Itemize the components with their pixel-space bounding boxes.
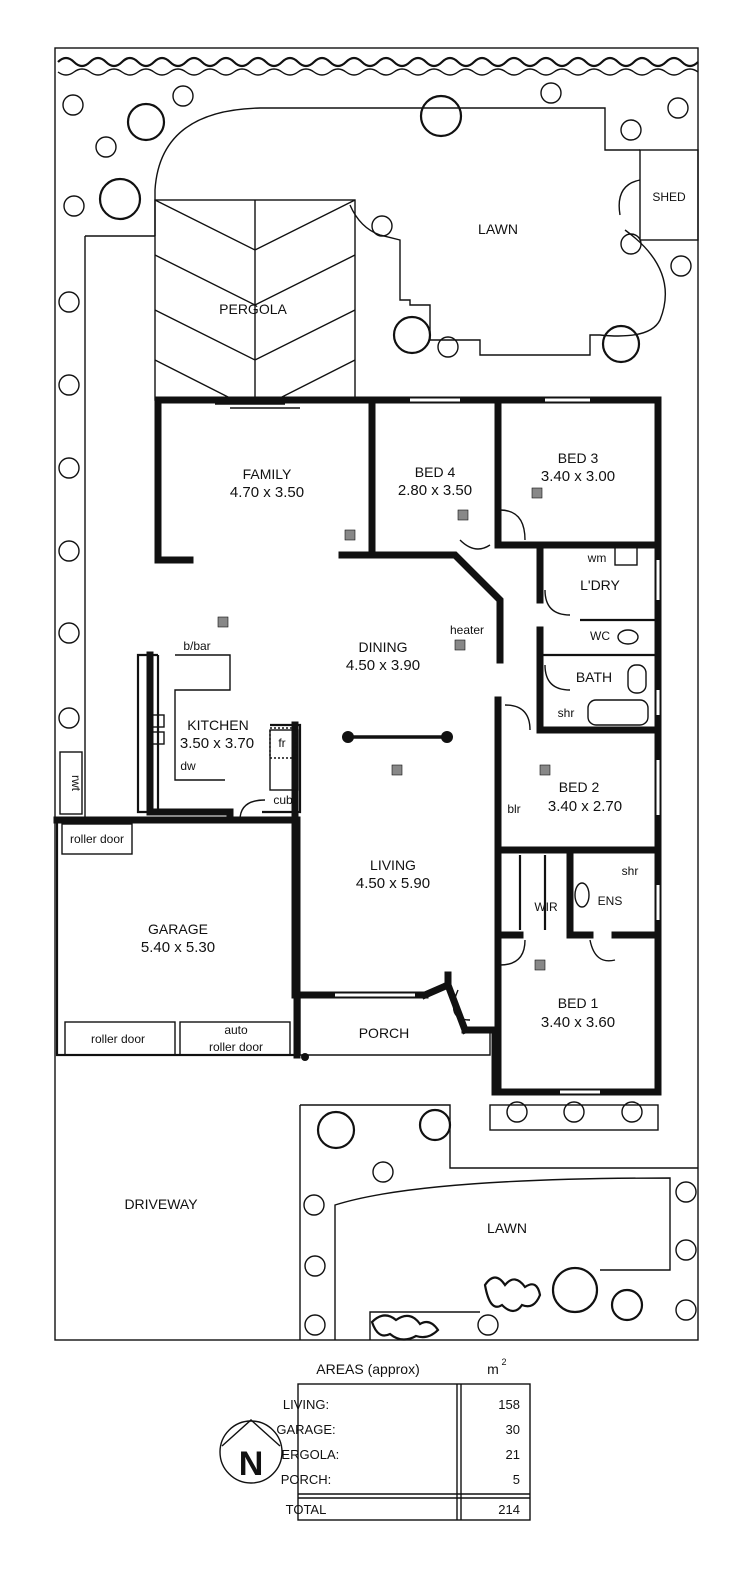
dining-label: DINING bbox=[359, 639, 408, 655]
areas-rows: LIVING: 158 GARAGE: 30 PERGOLA: 21 PORCH… bbox=[273, 1397, 520, 1517]
auto-roller-door-label: roller door bbox=[209, 1040, 263, 1054]
site-boundary bbox=[54, 47, 699, 1341]
porch-outline bbox=[299, 995, 491, 1056]
bath-label: BATH bbox=[576, 669, 612, 685]
wc-label: WC bbox=[590, 629, 610, 643]
bed4-label: BED 4 bbox=[415, 464, 456, 480]
ensuite-label: ENS bbox=[598, 894, 623, 908]
garage-outline bbox=[55, 818, 299, 1057]
area-row-label: PORCH: bbox=[281, 1472, 332, 1487]
bed2-size: 3.40 x 2.70 bbox=[548, 798, 622, 815]
shed-label: SHED bbox=[652, 190, 686, 204]
area-row-label: GARAGE: bbox=[276, 1422, 335, 1437]
area-row-value: 5 bbox=[513, 1472, 520, 1487]
roller-door-2 bbox=[179, 1021, 291, 1056]
garage-label: GARAGE bbox=[148, 921, 208, 937]
family-label: FAMILY bbox=[243, 466, 292, 482]
auto-label: auto bbox=[224, 1023, 248, 1037]
bed1-size: 3.40 x 3.60 bbox=[541, 1014, 615, 1031]
side-roller-door bbox=[61, 823, 133, 855]
ensuite-shower-label: shr bbox=[622, 864, 639, 878]
fridge-label: fr bbox=[278, 736, 285, 750]
front-lawn-edge bbox=[299, 1105, 671, 1340]
pergola-label: PERGOLA bbox=[219, 301, 287, 317]
bed4-size: 2.80 x 3.50 bbox=[398, 482, 472, 499]
dishwasher-label: dw bbox=[180, 759, 196, 773]
bed2-label: BED 2 bbox=[559, 779, 600, 795]
rainwater-tank bbox=[59, 751, 83, 815]
bed3-label: BED 3 bbox=[558, 450, 599, 466]
area-row-label: LIVING: bbox=[283, 1397, 329, 1412]
compass-n: N bbox=[239, 1445, 264, 1483]
area-row-value: 158 bbox=[498, 1397, 520, 1412]
laundry-label: L'DRY bbox=[580, 577, 620, 593]
boiler-label: blr bbox=[507, 802, 520, 816]
family-size: 4.70 x 3.50 bbox=[230, 484, 304, 501]
wir-label: WIR bbox=[534, 900, 558, 914]
front-lawn-label: LAWN bbox=[487, 1220, 527, 1236]
area-row-value: 30 bbox=[506, 1422, 520, 1437]
breakfast-bar-label: b/bar bbox=[183, 639, 210, 653]
area-row-value: 21 bbox=[506, 1447, 520, 1462]
living-label: LIVING bbox=[370, 857, 416, 873]
rwt-label: rwt bbox=[69, 775, 83, 792]
rear-lawn-edge bbox=[154, 107, 640, 236]
areas-unit-sup: 2 bbox=[501, 1357, 506, 1367]
garage-size: 5.40 x 5.30 bbox=[141, 939, 215, 956]
dining-size: 4.50 x 3.90 bbox=[346, 657, 420, 674]
area-total-value: 214 bbox=[498, 1502, 520, 1517]
areas-unit: m bbox=[487, 1361, 499, 1377]
areas-title: AREAS (approx) bbox=[316, 1361, 419, 1377]
north-compass-icon: N bbox=[219, 1419, 283, 1484]
kitchen-bench bbox=[174, 654, 231, 781]
shrubs bbox=[58, 82, 697, 1336]
area-row-label: PERGOLA: bbox=[273, 1447, 339, 1462]
hedge-rear bbox=[57, 56, 699, 68]
trees bbox=[98, 94, 644, 1341]
bathtub bbox=[587, 699, 649, 726]
areas-table bbox=[297, 1383, 531, 1521]
bed1-label: BED 1 bbox=[558, 995, 599, 1011]
side-roller-door-label: roller door bbox=[70, 832, 124, 846]
washing-machine-label: wm bbox=[587, 551, 607, 565]
power-points bbox=[217, 487, 551, 971]
heater-label: heater bbox=[450, 623, 484, 637]
bath-shower-label: shr bbox=[558, 706, 575, 720]
area-total-label: TOTAL bbox=[286, 1502, 327, 1517]
kitchen-size: 3.50 x 3.70 bbox=[180, 735, 254, 752]
roller-door-label: roller door bbox=[91, 1032, 145, 1046]
living-size: 4.50 x 5.90 bbox=[356, 875, 430, 892]
roller-door-1 bbox=[64, 1021, 176, 1056]
kitchen-label: KITCHEN bbox=[187, 717, 248, 733]
cupboard-label: cub bbox=[273, 793, 293, 807]
rear-lawn-label: LAWN bbox=[478, 221, 518, 237]
shed bbox=[639, 149, 699, 241]
porch-label: PORCH bbox=[359, 1025, 410, 1041]
bed3-size: 3.40 x 3.00 bbox=[541, 468, 615, 485]
driveway-label: DRIVEWAY bbox=[124, 1196, 198, 1212]
